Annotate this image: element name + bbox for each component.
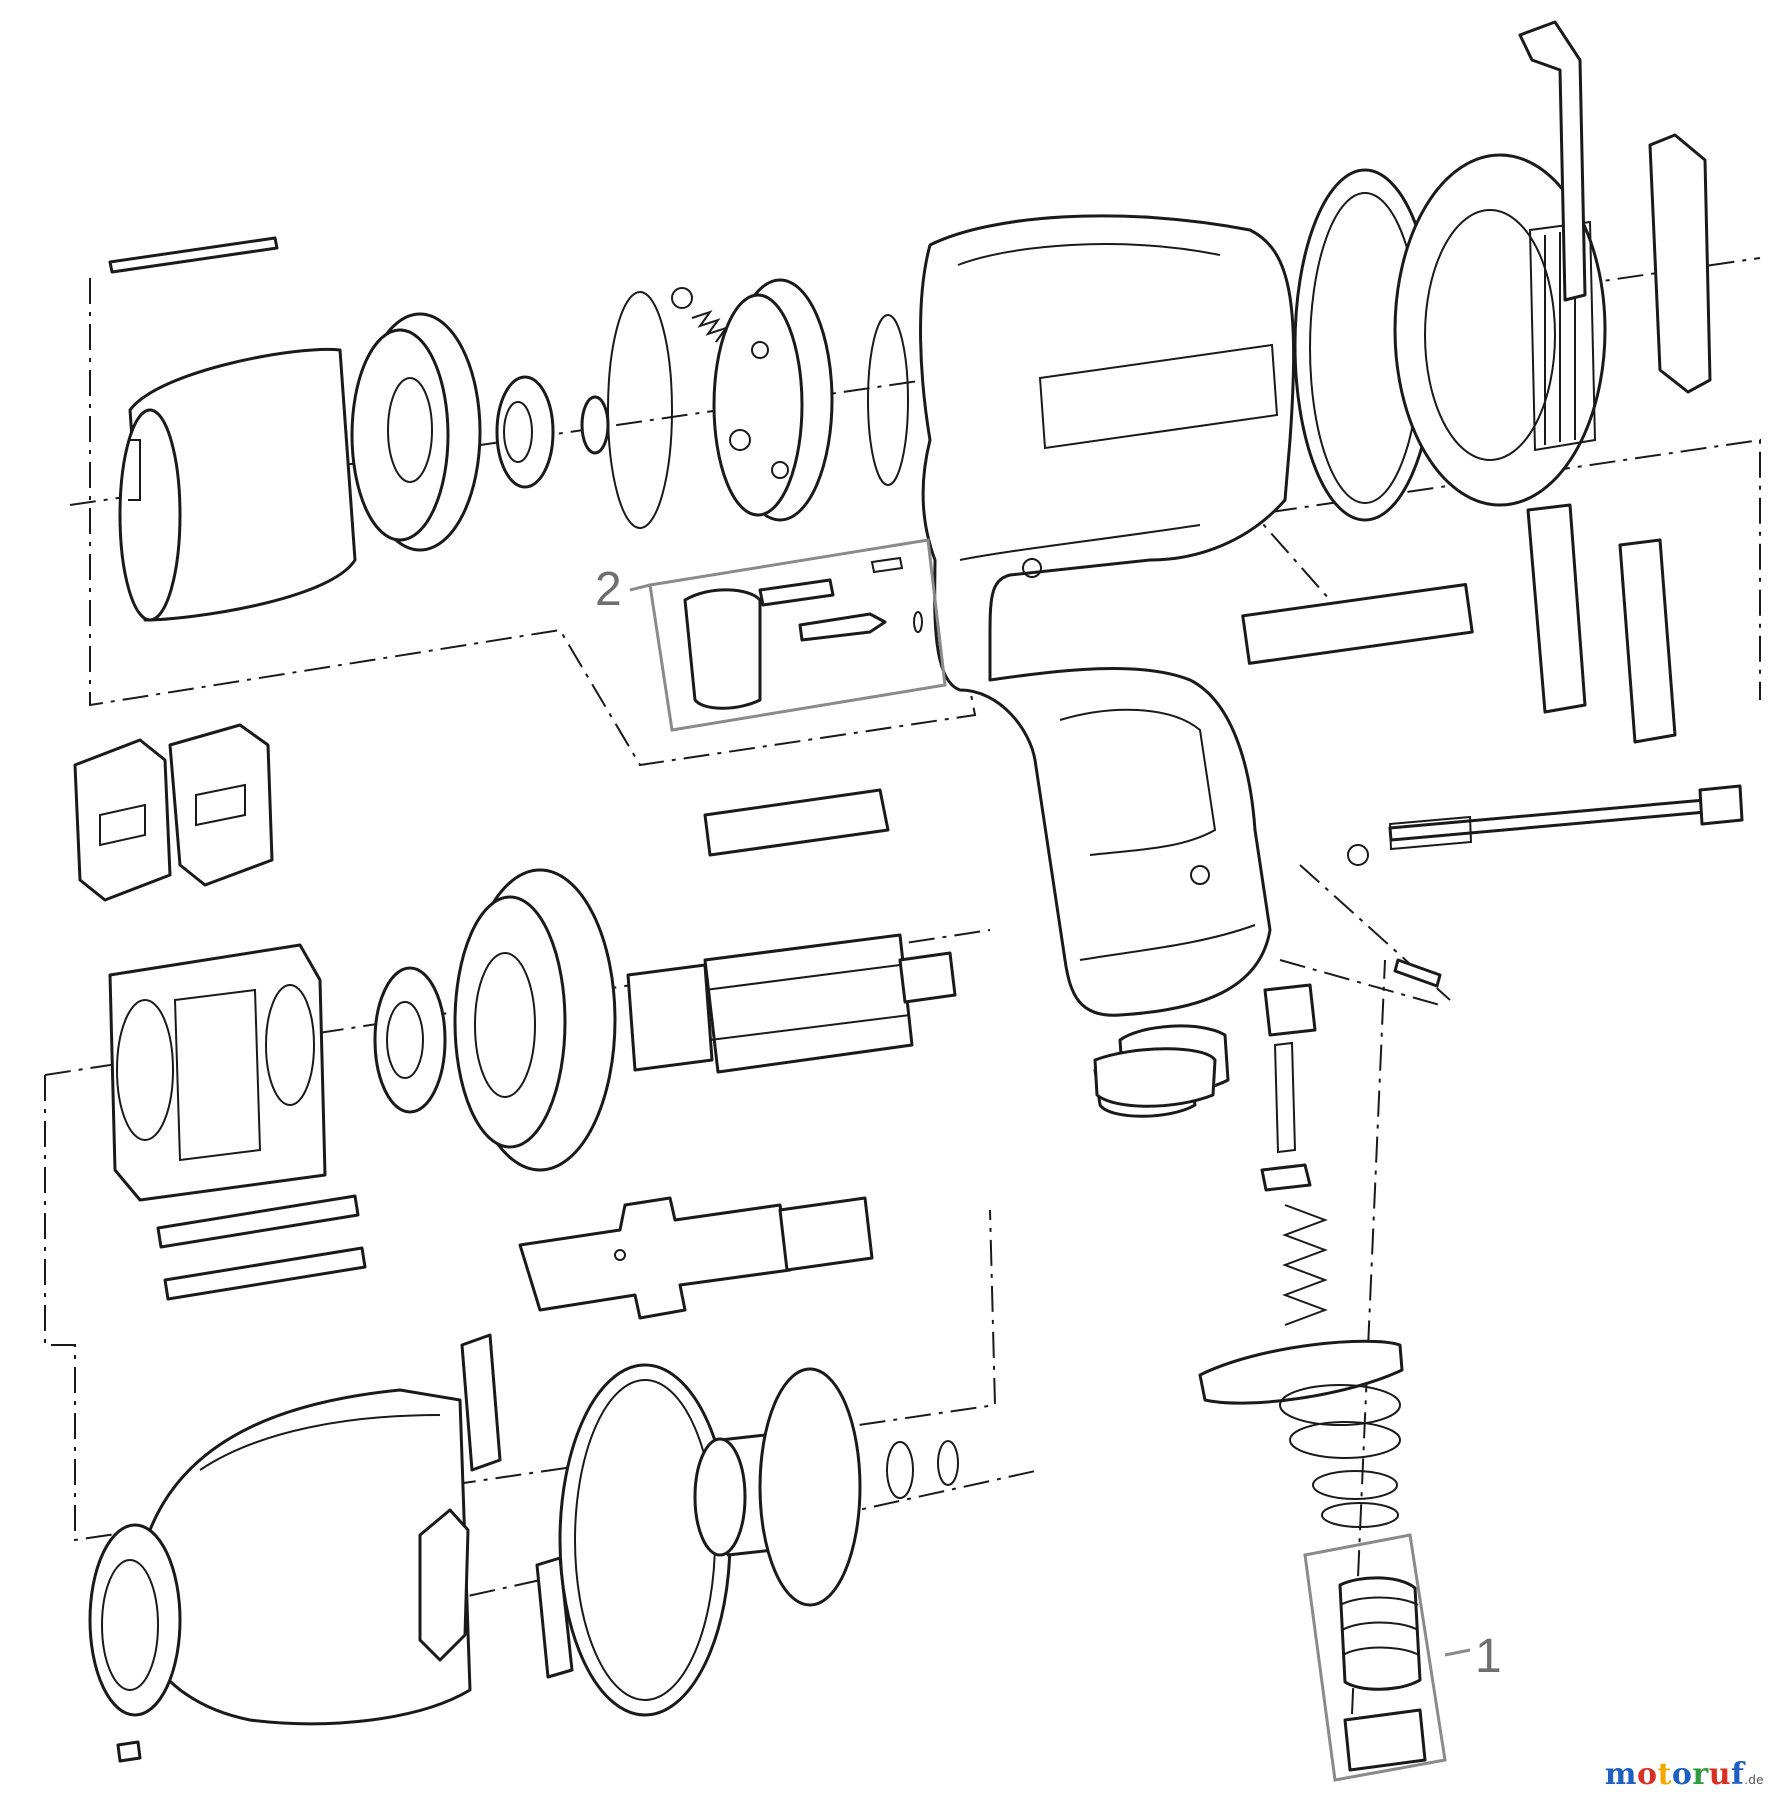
anvil (518, 1196, 874, 1320)
steel-ball (671, 287, 693, 309)
hammer-right (168, 723, 274, 887)
exhaust-deflector (1093, 1047, 1217, 1108)
small-o-ring-b (937, 1440, 959, 1486)
rear-cylinder-housing (118, 347, 357, 622)
valve-o-ring (867, 314, 909, 486)
callout-number-2: 2 (595, 563, 622, 616)
watermark-letter-r: r (1692, 1757, 1709, 1792)
guide-pin-lower (163, 1246, 367, 1301)
watermark-letter-o: o (1637, 1757, 1658, 1792)
case-pad-lower (535, 1556, 574, 1679)
valve-head (712, 278, 834, 522)
callout-2: 2 (595, 538, 947, 732)
belt-hanger (1518, 20, 1587, 302)
watermark-letter-f: f (1731, 1757, 1745, 1792)
hammer-frame (108, 943, 327, 1202)
watermark-letter-m: m (1604, 1757, 1637, 1792)
case-pad-top (460, 1333, 502, 1472)
trigger-pin (1393, 958, 1442, 988)
housing-label-plate (1241, 583, 1474, 665)
guide-pin-upper (156, 1194, 360, 1249)
small-o-ring-a (886, 1441, 914, 1499)
side-pad-right (1618, 538, 1677, 744)
motoruf-watermark: motoruf.de (1605, 1757, 1764, 1792)
rear-gasket (1293, 168, 1437, 522)
front-bearing (373, 966, 447, 1114)
watermark-letter-t: t (1657, 1757, 1672, 1792)
housing-bolt (1347, 784, 1744, 866)
front-end-plate (453, 868, 617, 1172)
large-o-ring (607, 291, 673, 529)
rear-bumper (1648, 133, 1712, 394)
hammer-left (73, 738, 172, 902)
case-screw (116, 1740, 142, 1763)
side-pad-left (1526, 503, 1587, 714)
trigger-assembly (683, 556, 923, 710)
rear-end-plate (350, 312, 482, 552)
hammer-case (88, 1388, 472, 1726)
rotor (626, 933, 957, 1074)
front-bushing (693, 1367, 862, 1607)
main-housing (919, 214, 1296, 1017)
callout-number-1: 1 (1475, 1630, 1502, 1683)
watermark-letter-u: u (1708, 1757, 1732, 1792)
callout-1: 1 (1303, 1533, 1502, 1782)
watermark-letter-o2: o (1671, 1757, 1693, 1792)
watermark-suffix: .de (1744, 1772, 1764, 1787)
case-pad-front (418, 1508, 470, 1662)
rotor-blade (703, 788, 890, 857)
rear-bearing (495, 375, 555, 489)
retaining-ring (580, 395, 610, 455)
air-inlet-fitting (1338, 1576, 1427, 1772)
rear-rod (108, 236, 279, 274)
small-spring (691, 310, 729, 343)
